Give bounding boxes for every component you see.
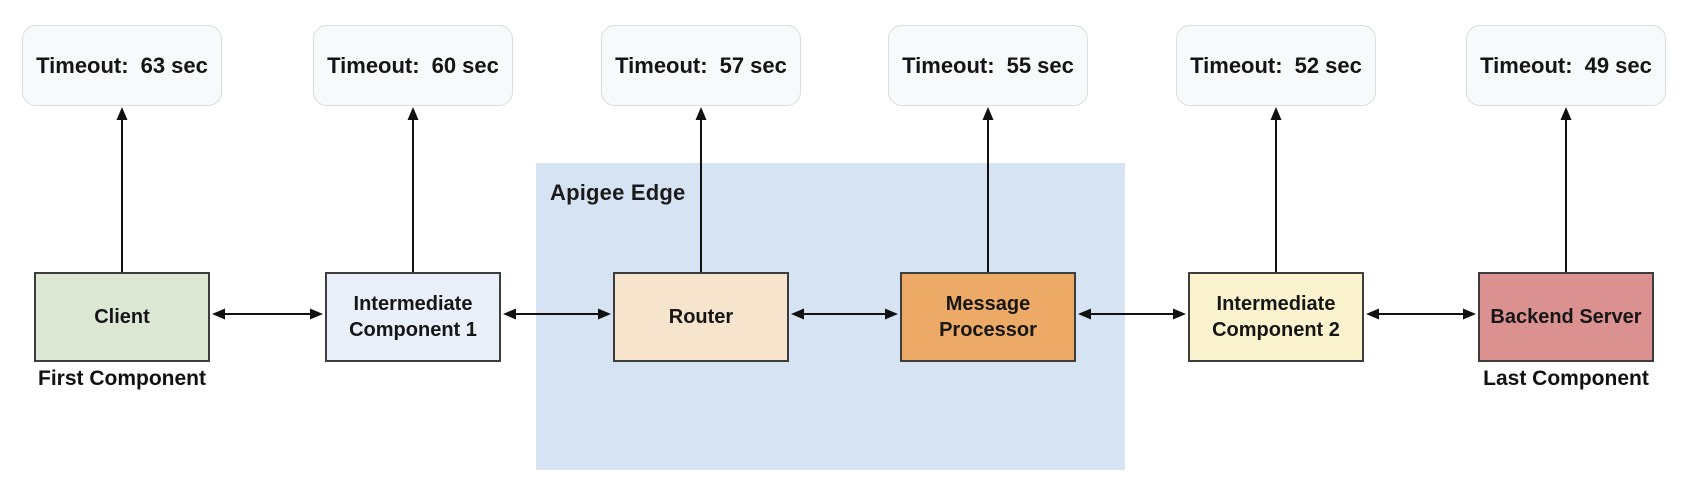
last-component-annotation: Last Component: [1483, 367, 1649, 390]
arrow-intermediate1-timeout: [407, 107, 419, 272]
timeout-value: 60 sec: [431, 52, 499, 78]
timeout-value: 49 sec: [1584, 52, 1652, 78]
timeout-label: Timeout:: [902, 52, 995, 78]
arrow-client-intermediate1: [212, 308, 323, 320]
timeout-label: Timeout:: [1480, 52, 1573, 78]
timeout-value: 57 sec: [719, 52, 787, 78]
timeout-box-router: Timeout: 57 sec: [601, 25, 801, 106]
arrow-intermediate2-backend: [1366, 308, 1476, 320]
component-intermediate-2: Intermediate Component 2: [1188, 272, 1364, 362]
timeout-box-backend-server: Timeout: 49 sec: [1466, 25, 1666, 106]
component-client: Client: [34, 272, 210, 362]
timeout-value: 52 sec: [1294, 52, 1362, 78]
arrow-backend-timeout: [1560, 107, 1572, 272]
component-router: Router: [613, 272, 789, 362]
component-backend-server: Backend Server: [1478, 272, 1654, 362]
timeout-value: 63 sec: [140, 52, 208, 78]
timeout-value: 55 sec: [1006, 52, 1074, 78]
timeout-label: Timeout:: [327, 52, 420, 78]
arrow-intermediate2-timeout: [1270, 107, 1282, 272]
timeout-box-intermediate-1: Timeout: 60 sec: [313, 25, 513, 106]
timeout-label: Timeout:: [615, 52, 708, 78]
first-component-annotation: First Component: [38, 367, 206, 390]
timeout-label: Timeout:: [36, 52, 129, 78]
timeout-box-intermediate-2: Timeout: 52 sec: [1176, 25, 1376, 106]
arrow-client-timeout: [116, 107, 128, 272]
apigee-edge-label: Apigee Edge: [550, 180, 686, 205]
timeout-box-client: Timeout: 63 sec: [22, 25, 222, 106]
component-intermediate-1: Intermediate Component 1: [325, 272, 501, 362]
component-message-processor: Message Processor: [900, 272, 1076, 362]
timeout-box-message-processor: Timeout: 55 sec: [888, 25, 1088, 106]
timeout-label: Timeout:: [1190, 52, 1283, 78]
